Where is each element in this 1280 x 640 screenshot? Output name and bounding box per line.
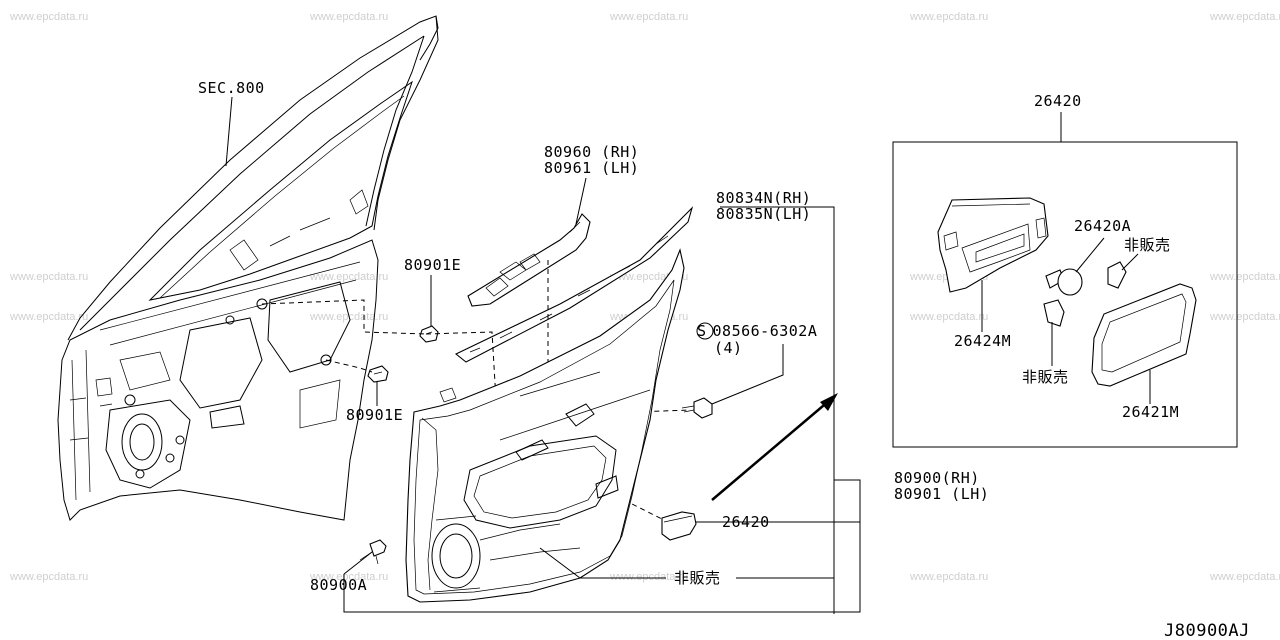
watermark-text: www.epcdata.ru	[309, 311, 388, 323]
label-80834n: 80834N(RH)	[716, 189, 811, 207]
lamp-housing-drawing	[937, 197, 1049, 293]
watermark-text: www.epcdata.ru	[609, 571, 688, 583]
watermark-text: www.epcdata.ru	[1209, 271, 1280, 283]
switch-bezel-drawing	[467, 213, 591, 307]
watermark-text: www.epcdata.ru	[309, 11, 388, 23]
label-26420-main: 26420	[722, 513, 770, 531]
terminal-bottom-drawing	[1043, 299, 1065, 327]
label-26420-box-title: 26420	[1034, 92, 1082, 110]
watermark-text: www.epcdata.ru	[9, 571, 88, 583]
label-80901e-bottom: 80901E	[346, 406, 403, 424]
watermark-text: www.epcdata.ru	[9, 11, 88, 23]
label-not-sold-main: 非販売	[674, 569, 721, 587]
label-80901e-top: 80901E	[404, 256, 461, 274]
label-not-sold-box1: 非販売	[1124, 236, 1171, 254]
label-80900: 80900(RH)	[894, 469, 980, 487]
label-80960: 80960 (RH)	[544, 143, 639, 161]
screw-drawing	[681, 397, 713, 419]
watermark-text: www.epcdata.ru	[309, 571, 388, 583]
screw-part-number: 08566-6302A	[713, 322, 818, 340]
watermark-text: www.epcdata.ru	[9, 311, 88, 323]
watermark-text: www.epcdata.ru	[1209, 571, 1280, 583]
label-sec-800: SEC.800	[198, 79, 265, 97]
watermark-text: www.epcdata.ru	[609, 11, 688, 23]
label-80900a: 80900A	[310, 576, 367, 594]
courtesy-lamp-drawing	[661, 511, 697, 541]
watermark-text: www.epcdata.ru	[309, 271, 388, 283]
lamp-lens-drawing	[1091, 283, 1197, 387]
watermark-text: www.epcdata.ru	[909, 11, 988, 23]
watermark-text: www.epcdata.ru	[9, 271, 88, 283]
label-26421m: 26421M	[1122, 403, 1179, 421]
clip-bottom-drawing	[367, 365, 389, 383]
label-80835n: 80835N(LH)	[716, 205, 811, 223]
clip-80900a-drawing	[359, 539, 387, 565]
label-80961: 80961 (LH)	[544, 159, 639, 177]
label-26424m: 26424M	[954, 332, 1011, 350]
door-frame-drawing	[57, 15, 439, 521]
label-not-sold-box2: 非販売	[1022, 368, 1069, 386]
label-26420a: 26420A	[1074, 217, 1131, 235]
bulb-drawing	[1045, 268, 1083, 296]
label-80901: 80901 (LH)	[894, 485, 989, 503]
screw-circle-symbol: S	[697, 322, 707, 340]
terminal-top-drawing	[1107, 261, 1127, 289]
diagram-code: J80900AJ	[1164, 621, 1250, 640]
label-screw: S 08566-6302A	[697, 322, 817, 340]
watermark-text: www.epcdata.ru	[1209, 11, 1280, 23]
label-screw-qty: (4)	[714, 339, 743, 357]
door-trim-panel-drawing	[405, 248, 685, 603]
detail-box-26420	[892, 141, 1238, 448]
watermark-text: www.epcdata.ru	[1209, 311, 1280, 323]
moulding-strip-drawing	[454, 206, 694, 363]
watermark-text: www.epcdata.ru	[909, 571, 988, 583]
watermark-text: www.epcdata.ru	[909, 311, 988, 323]
front-direction-arrow-icon	[711, 393, 838, 501]
circle-s-icon	[696, 322, 714, 340]
